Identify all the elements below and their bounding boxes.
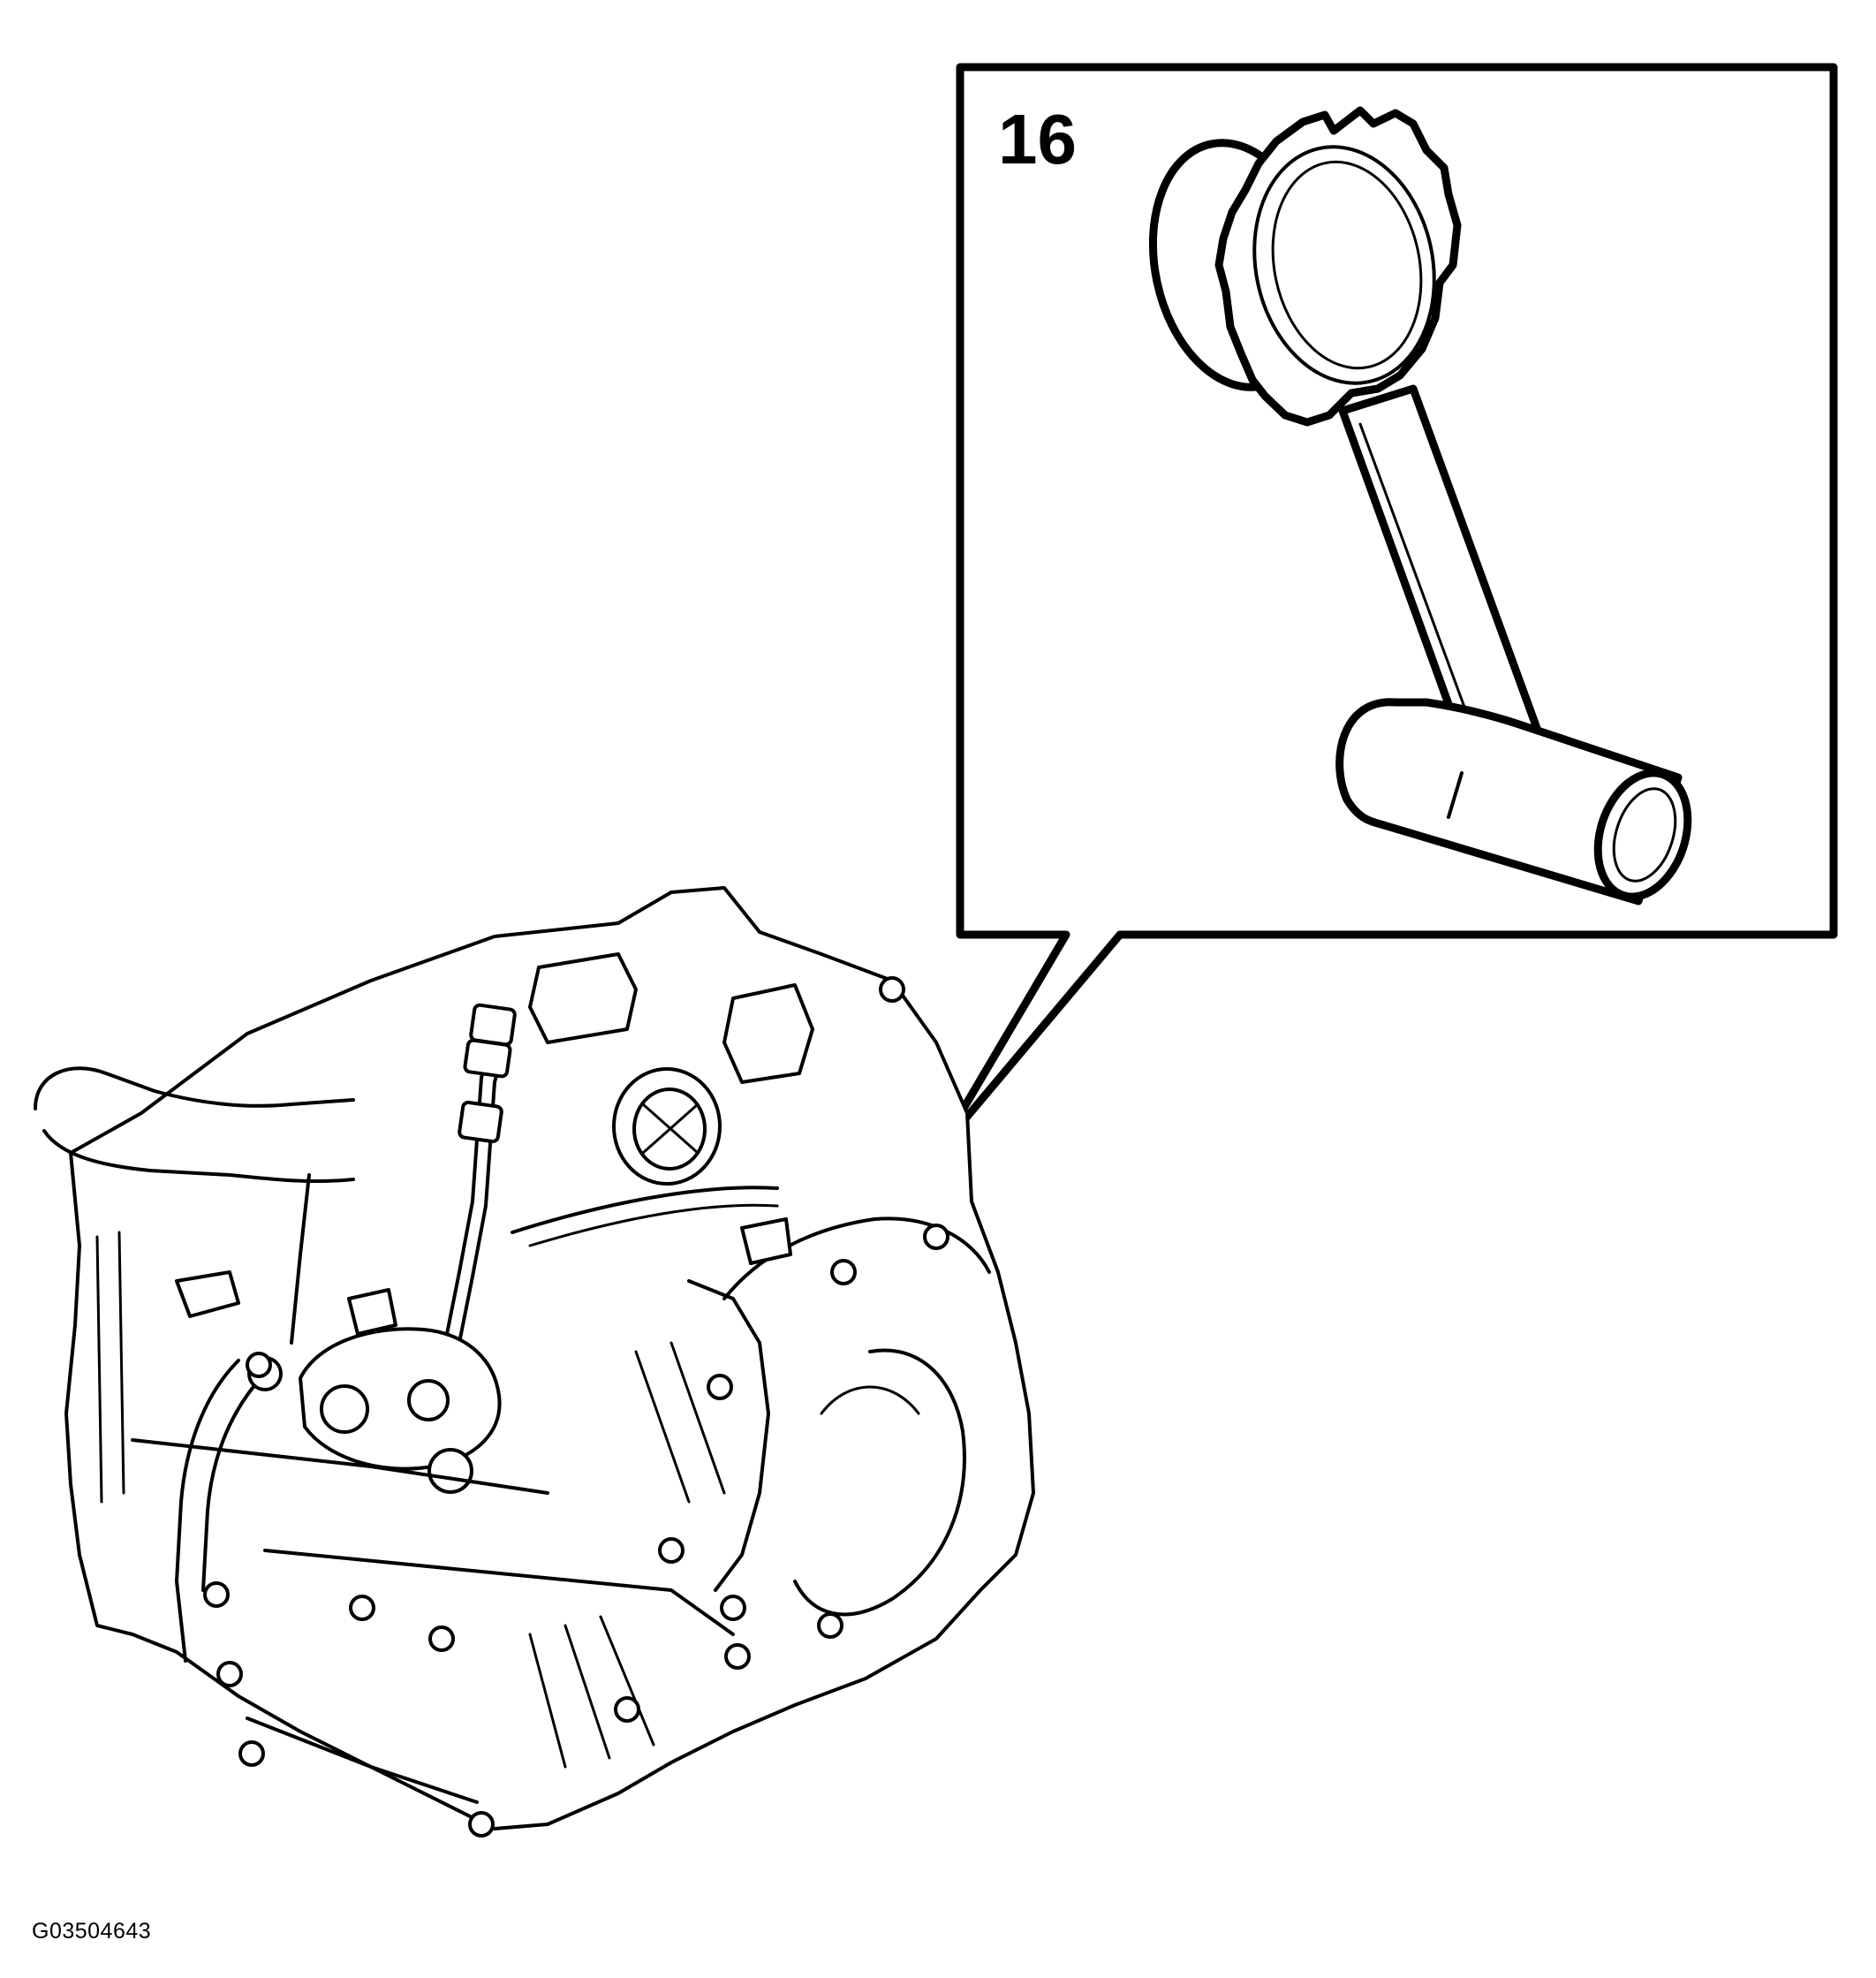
transaxle-assembly-drawing: [34, 886, 1035, 1838]
release-fork-tool-drawing: [1148, 106, 1692, 906]
callout-number: 16: [998, 100, 1077, 178]
figure-id: G03504643: [32, 1919, 152, 1944]
